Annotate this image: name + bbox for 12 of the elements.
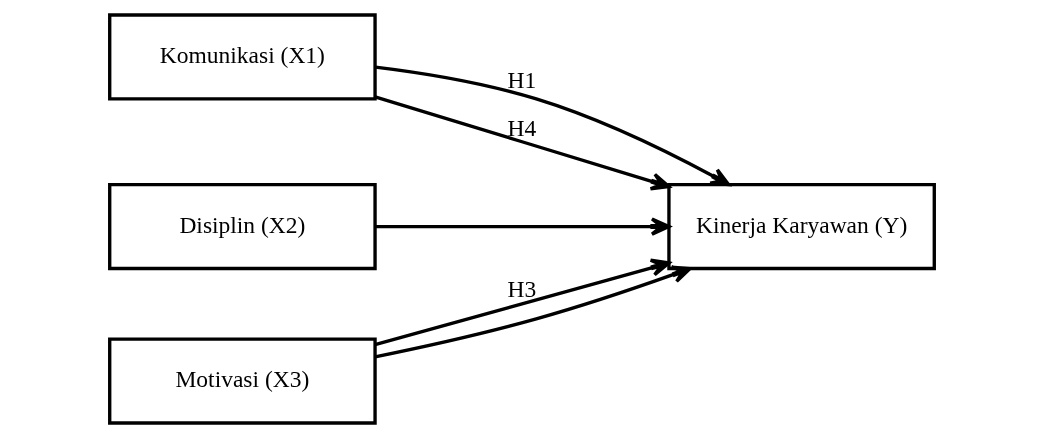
arrow [374,95,671,191]
node-box: Disiplin (X2) [108,182,377,271]
arrow [374,265,692,359]
node-box: Komunikasi (X1) [108,13,377,101]
edge-label: H3 [507,276,537,303]
edge-label: H1 [507,66,537,93]
node-box: Kinerja Karyawan (Y) [667,182,936,271]
arrow [374,258,671,347]
arrow [375,217,671,236]
edge-label: H4 [507,115,537,142]
node-box: Motivasi (X3) [108,337,377,425]
arrow [375,65,731,187]
